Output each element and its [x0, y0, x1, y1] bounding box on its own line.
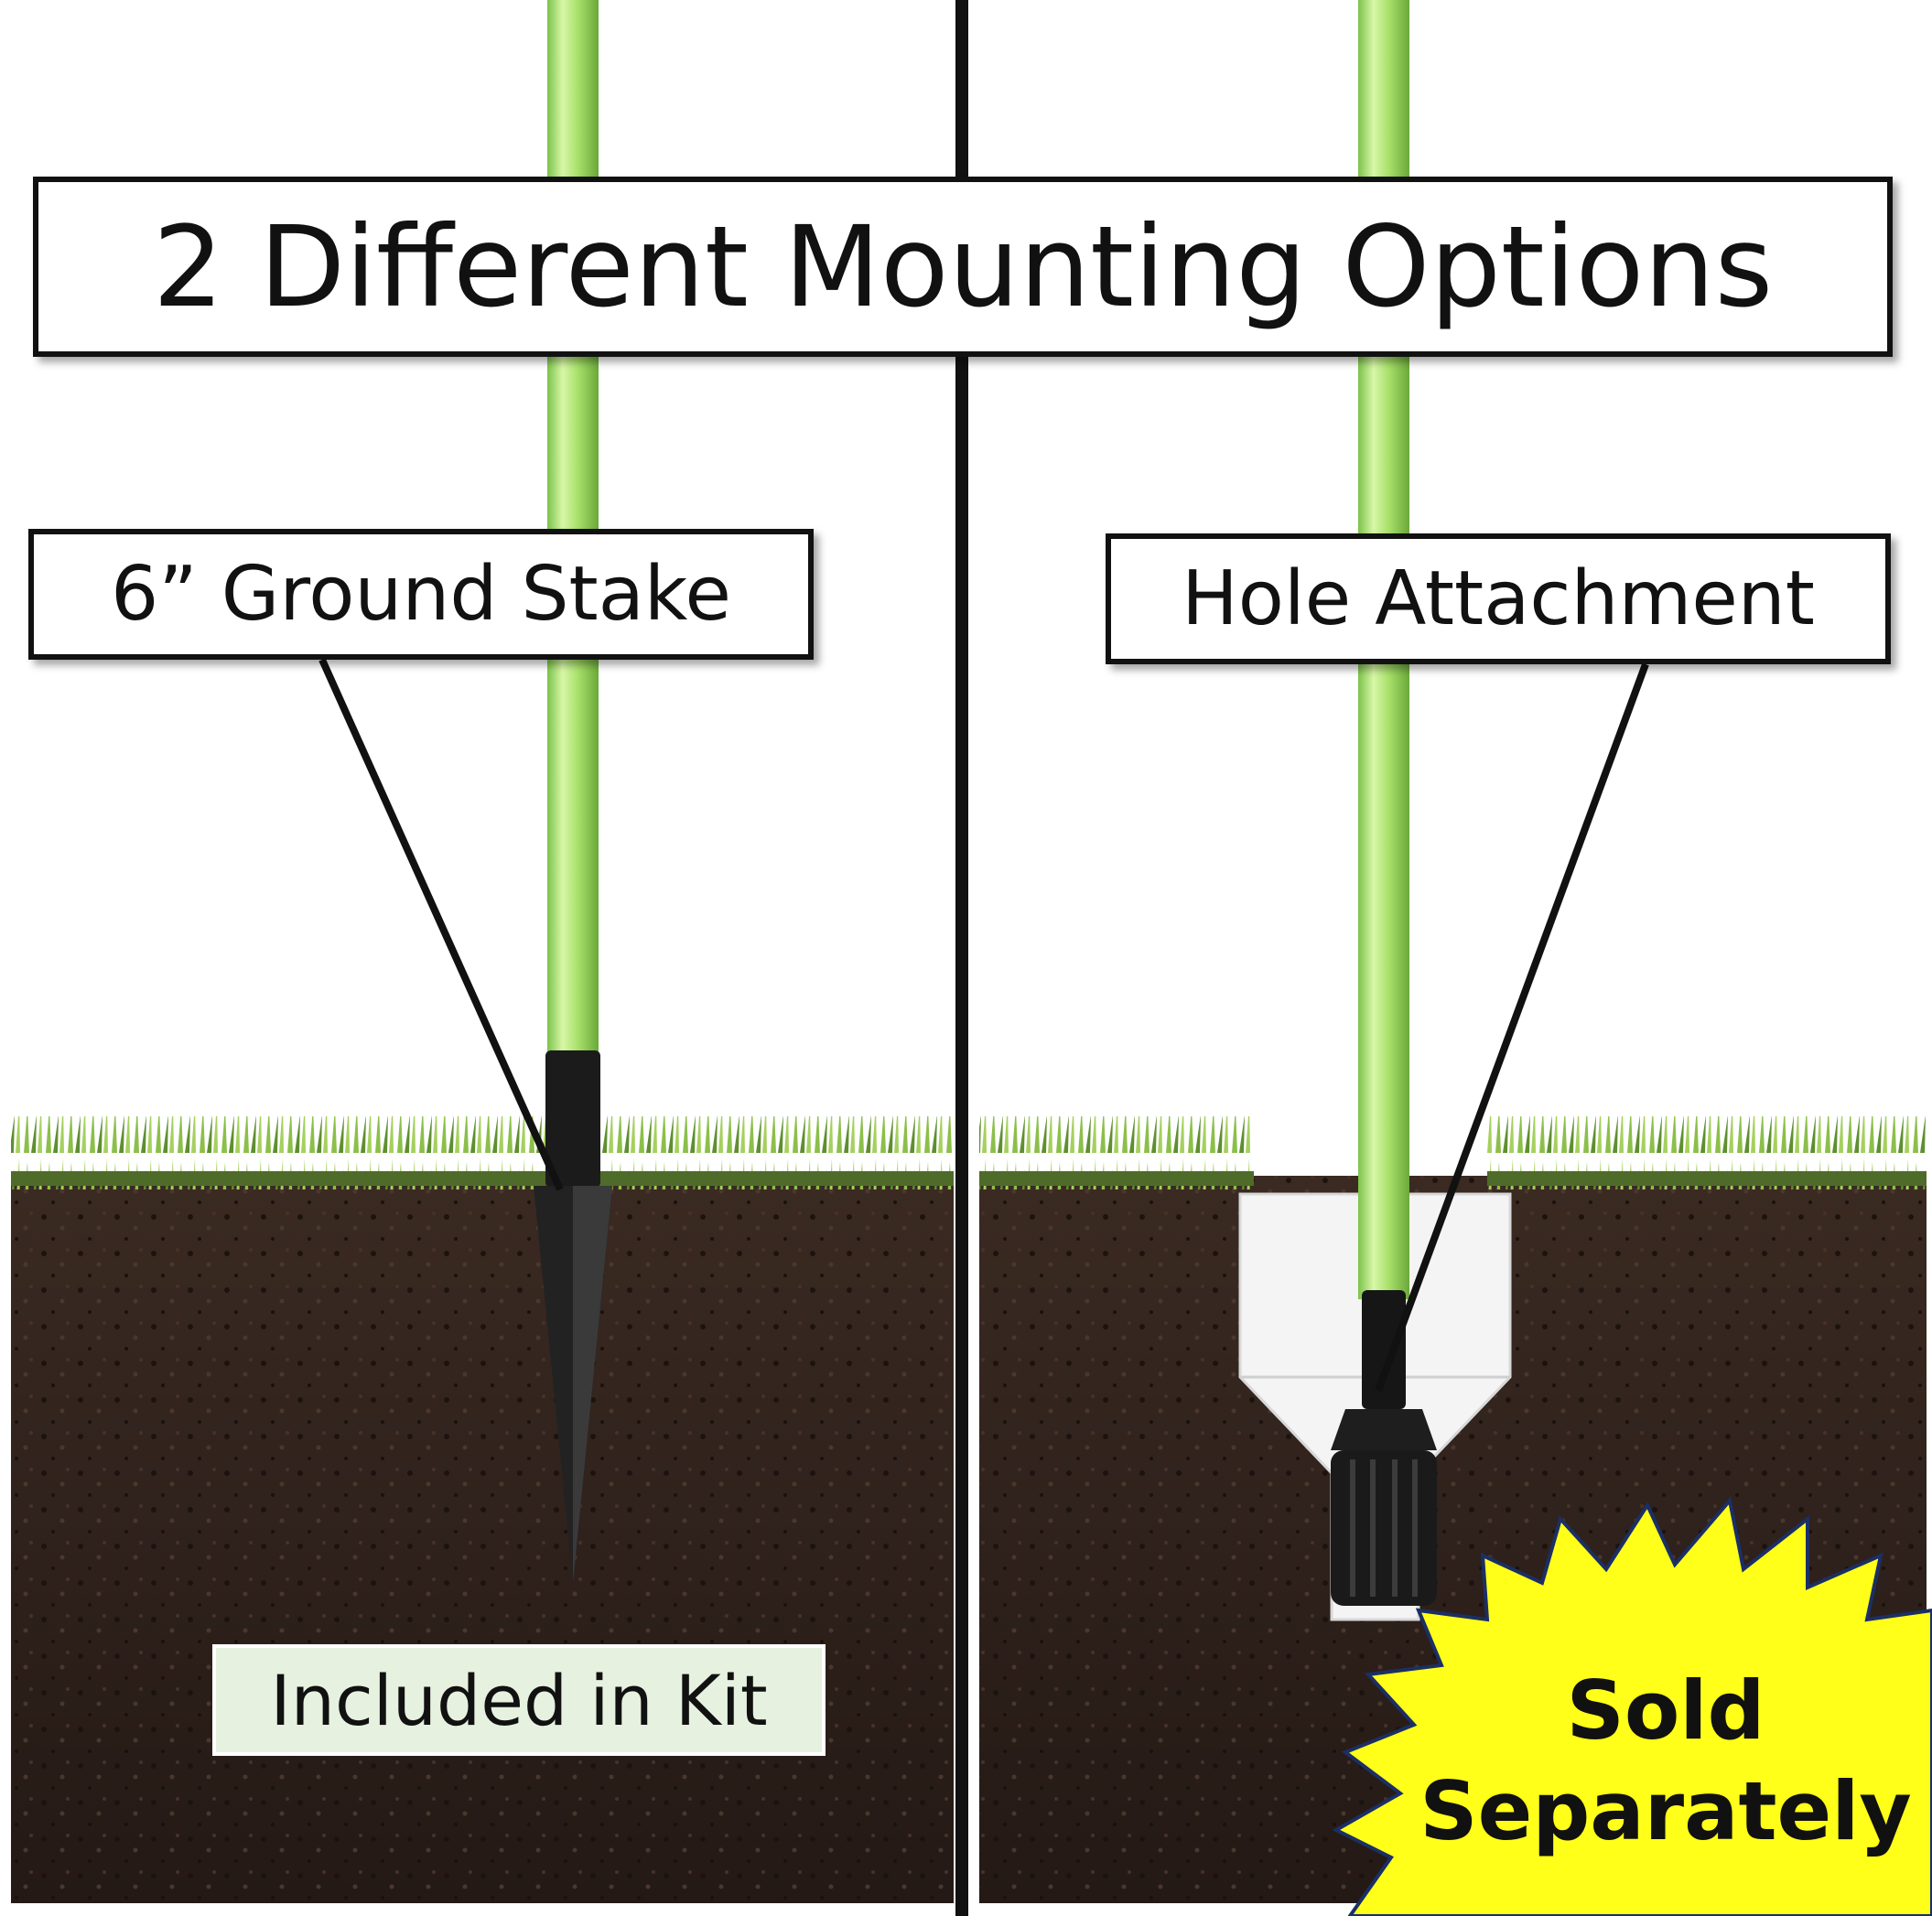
title-box: 2 Different Mounting Options [33, 177, 1893, 357]
starburst-icon [1332, 1496, 1932, 1916]
sold-separately-badge: Sold Separately [1419, 1642, 1913, 1880]
hole-attachment-label: Hole Attachment [1182, 555, 1815, 642]
included-in-kit-text: Included in Kit [270, 1659, 768, 1741]
ground-stake-callout-line [318, 658, 564, 1191]
ground-stake-label: 6” Ground Stake [111, 551, 731, 638]
ground-stake-icon [534, 1050, 612, 1583]
sold-separately-line1: Sold [1566, 1663, 1765, 1758]
ground-stake-label-box: 6” Ground Stake [28, 529, 814, 660]
hole-attachment-label-box: Hole Attachment [1106, 533, 1891, 664]
left-ground [11, 1116, 954, 1903]
included-in-kit-badge: Included in Kit [212, 1644, 826, 1756]
hole-attachment-icon [1331, 1290, 1437, 1606]
hole-attachment-callout-line [1375, 662, 1649, 1393]
sold-separately-line2: Separately [1419, 1764, 1912, 1858]
center-divider [955, 0, 968, 1916]
page-title: 2 Different Mounting Options [152, 201, 1774, 332]
